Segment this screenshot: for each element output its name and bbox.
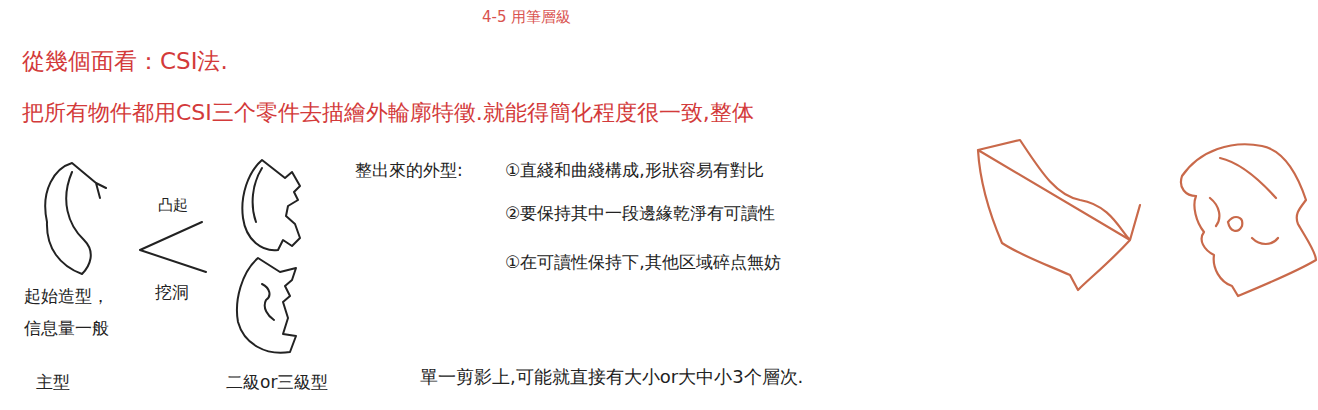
summary-note: 把所有物件都用CSI三个零件去描繪外輪廓特徵.就能得簡化程度很一致,整体 [22,100,754,126]
list-item: ①在可讀性保持下,其他区域碎点無妨 [505,252,781,272]
hat-woman-silhouette [1181,144,1316,296]
hole-shape-sketch [237,258,296,353]
list-heading: 整出來的外型: [355,160,463,180]
bump-shape-sketch [242,160,300,250]
start-shape-sketch [45,163,106,274]
page-heading: 4-5 用筆層級 [482,8,571,26]
branch-label: 凸起 [158,196,188,214]
list-item: ①直綫和曲綫構成,形狀容易有對比 [505,160,764,180]
shape-caption: 二級or三級型 [226,372,328,392]
shape-caption: 主型 [36,372,70,392]
list-item: ②要保持其中一段邊緣乾淨有可讀性 [505,203,775,223]
branch-label: 挖洞 [155,282,189,302]
footnote: 單一剪影上,可能就直接有大小or大中小3个層次. [420,366,803,388]
section-heading: 從幾個面看：CSI法. [22,48,228,76]
shape-caption: 起始造型， 信息量一般 [24,280,120,345]
banner-silhouette [978,140,1140,290]
branch-lines [140,222,206,272]
